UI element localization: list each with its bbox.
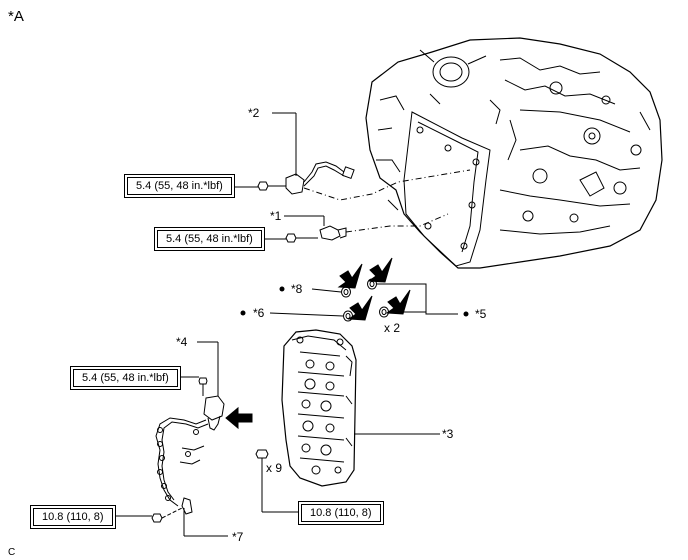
callout-3: *3 bbox=[442, 427, 454, 441]
callout-7: *7 bbox=[232, 530, 244, 544]
torque-box-speed-sensor-1: 5.4 (55, 48 in.*lbf) bbox=[154, 227, 265, 251]
view-label: *A bbox=[8, 8, 24, 25]
callout-2: *2 bbox=[248, 106, 260, 120]
torque-value: 10.8 (110, 8) bbox=[33, 508, 113, 526]
callout-4: *4 bbox=[176, 335, 188, 349]
torque-box-wire-clamp: 10.8 (110, 8) bbox=[30, 505, 116, 529]
bolt-valve-body bbox=[255, 449, 300, 513]
corner-code: C bbox=[8, 547, 16, 558]
torque-value: 5.4 (55, 48 in.*lbf) bbox=[127, 177, 232, 195]
torque-value: 5.4 (55, 48 in.*lbf) bbox=[73, 369, 178, 387]
callout-1: *1 bbox=[270, 209, 282, 223]
valve-body bbox=[281, 329, 440, 487]
speed-sensor-2 bbox=[272, 112, 355, 195]
install-arrows bbox=[225, 257, 411, 430]
bullet-dots bbox=[240, 286, 469, 317]
speed-sensor-1 bbox=[284, 215, 347, 241]
torque-value: 5.4 (55, 48 in.*lbf) bbox=[157, 230, 262, 248]
solenoid-harness bbox=[155, 341, 225, 507]
transaxle-housing bbox=[365, 37, 663, 269]
torque-box-solenoid: 5.4 (55, 48 in.*lbf) bbox=[70, 366, 181, 390]
torque-box-speed-sensor-2: 5.4 (55, 48 in.*lbf) bbox=[124, 174, 235, 198]
seal-quantity: x 2 bbox=[384, 321, 401, 335]
torque-value: 10.8 (110, 8) bbox=[301, 504, 381, 522]
torque-box-valve-body: 10.8 (110, 8) bbox=[298, 501, 384, 525]
bolt-quantity: x 9 bbox=[266, 461, 283, 475]
callout-5: *5 bbox=[475, 307, 487, 321]
callout-8: *8 bbox=[291, 282, 303, 296]
callout-6: *6 bbox=[253, 306, 265, 320]
wire-clamp bbox=[108, 497, 228, 537]
